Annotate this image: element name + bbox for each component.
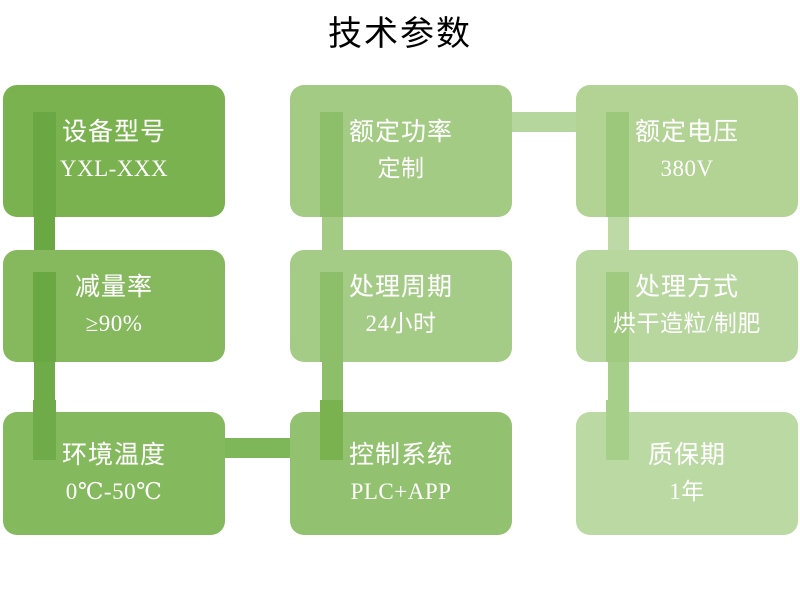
card-label: 处理周期	[348, 274, 453, 301]
card-value: 1年	[669, 478, 705, 504]
card-warranty-period[interactable]: 质保期 1年	[576, 400, 798, 535]
card-rated-voltage[interactable]: 额定电压 380V	[576, 85, 798, 217]
card-value: 烘干造粒/制肥	[613, 311, 761, 336]
card-label: 质保期	[647, 441, 726, 469]
card-value: PLC+APP	[350, 478, 452, 504]
accent-stub	[33, 272, 56, 362]
accent-stub	[33, 112, 56, 217]
card-label: 处理方式	[634, 274, 739, 301]
card-label: 环境温度	[61, 441, 166, 469]
card-label: 额定电压	[634, 119, 739, 146]
accent-stub	[33, 400, 56, 460]
card-reduction-rate[interactable]: 减量率 ≥90%	[3, 250, 225, 362]
card-rated-power[interactable]: 额定功率 定制	[290, 85, 512, 217]
card-value: 380V	[660, 156, 714, 181]
card-ambient-temperature[interactable]: 环境温度 0℃-50℃	[3, 400, 225, 535]
card-value: 定制	[377, 156, 425, 181]
accent-stub	[606, 112, 629, 217]
card-treatment-method[interactable]: 处理方式 烘干造粒/制肥	[576, 250, 798, 362]
card-value: YXL-XXX	[59, 156, 169, 181]
card-label: 额定功率	[348, 119, 453, 146]
card-value: 0℃-50℃	[65, 478, 163, 504]
accent-stub	[320, 112, 343, 217]
card-control-system[interactable]: 控制系统 PLC+APP	[290, 400, 512, 535]
card-label: 设备型号	[61, 119, 166, 146]
card-value: 24小时	[365, 311, 437, 336]
card-treatment-cycle[interactable]: 处理周期 24小时	[290, 250, 512, 362]
accent-stub	[320, 400, 343, 460]
card-device-model[interactable]: 设备型号 YXL-XXX	[3, 85, 225, 217]
page-title: 技术参数	[328, 14, 472, 54]
card-label: 控制系统	[348, 441, 453, 469]
card-value: ≥90%	[85, 311, 143, 336]
accent-stub	[320, 272, 343, 362]
card-label: 减量率	[74, 274, 153, 301]
accent-stub	[606, 272, 629, 362]
accent-stub	[606, 400, 629, 460]
